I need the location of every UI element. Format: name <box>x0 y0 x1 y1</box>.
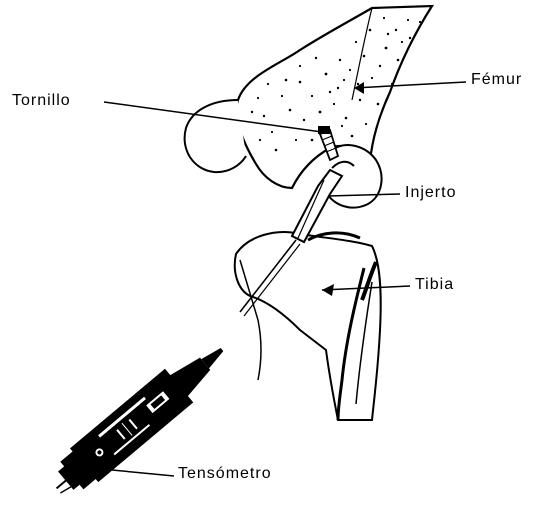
femur-bone <box>185 6 432 188</box>
tibia-bone <box>235 232 381 420</box>
leader-line-tensometro <box>112 470 174 476</box>
label-femur: Fémur <box>471 71 522 89</box>
label-tensometro: Tensómetro <box>178 465 272 483</box>
label-tibia: Tibia <box>415 276 454 294</box>
label-injerto: Injerto <box>405 184 456 202</box>
label-tornillo: Tornillo <box>12 92 71 110</box>
